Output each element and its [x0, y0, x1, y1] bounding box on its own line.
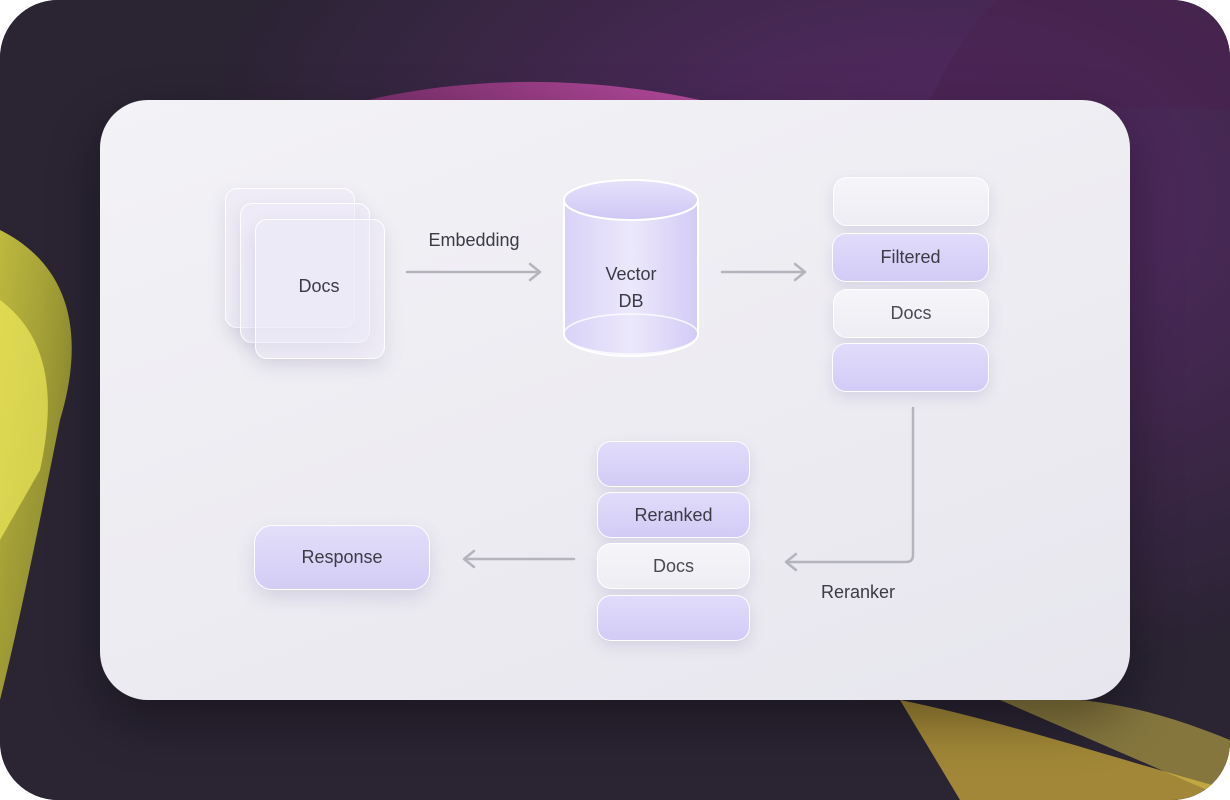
- docs-label: Docs: [298, 276, 340, 296]
- reranker-label: Reranker: [820, 582, 896, 602]
- reranked-stack-item: [597, 441, 750, 487]
- filtered-stack-item: [833, 177, 989, 226]
- reranked-stack-item: Docs: [597, 543, 750, 589]
- reranked-stack-item: Reranked: [597, 492, 750, 538]
- diagram-card: Docs Embedding Vector DB: [100, 100, 1130, 700]
- embedding-label: Embedding: [428, 230, 520, 250]
- reranker-arrow-line: [786, 406, 915, 564]
- response-arrow-head: [462, 549, 476, 569]
- filtered-stack-item: Filtered: [832, 233, 989, 282]
- connectors: [405, 262, 915, 572]
- response-box: Response: [254, 525, 430, 590]
- reranker-arrow-head: [784, 552, 798, 572]
- filtered-stack-item: Docs: [833, 289, 989, 338]
- vector-db-label-line2: DB: [618, 291, 644, 311]
- doc-sheet-front: [255, 219, 385, 359]
- db-to-filtered-arrow-head: [793, 262, 807, 282]
- reranked-stack-item: [597, 595, 750, 641]
- filtered-stack-item: [832, 343, 989, 392]
- vector-db-label-line1: Vector: [605, 264, 657, 284]
- embedding-arrow-head: [528, 262, 542, 282]
- vector-db-cylinder: [563, 179, 699, 357]
